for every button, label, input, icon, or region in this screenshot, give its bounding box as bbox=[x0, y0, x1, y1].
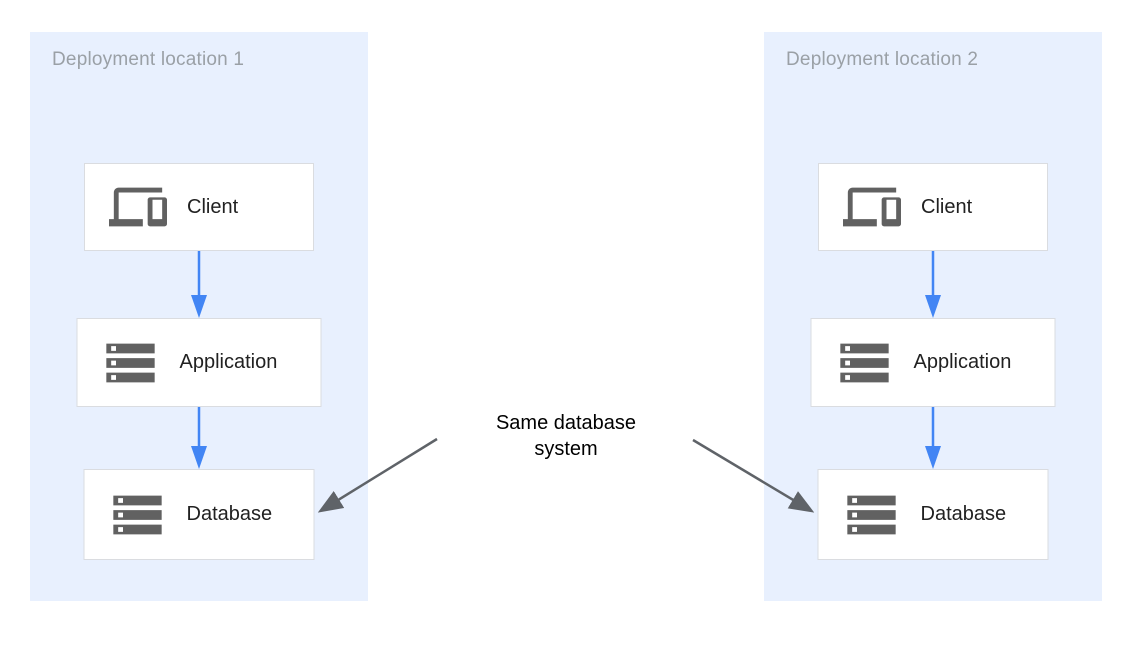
node-client: Client bbox=[818, 163, 1048, 251]
node-client: Client bbox=[84, 163, 314, 251]
annotation-line-1: Same database bbox=[495, 412, 637, 434]
server-stack-icon bbox=[109, 486, 167, 544]
panel-title: Deployment location 1 bbox=[52, 49, 245, 70]
server-stack-icon bbox=[843, 486, 901, 544]
deployment-panel-2: Deployment location 2 Client Application bbox=[764, 32, 1102, 601]
node-label: Database bbox=[920, 503, 1007, 525]
node-database: Database bbox=[817, 469, 1049, 560]
node-label: Client bbox=[921, 195, 973, 218]
server-stack-icon bbox=[836, 334, 894, 392]
flow-arrow-application-to-database bbox=[191, 407, 207, 469]
flow-arrow-application-to-database bbox=[925, 407, 941, 469]
node-application: Application bbox=[76, 318, 322, 407]
node-label: Application bbox=[179, 351, 278, 373]
devices-icon bbox=[843, 178, 901, 236]
flow-arrow-client-to-application bbox=[925, 251, 941, 318]
deployment-panel-1: Deployment location 1 Client Application bbox=[30, 32, 368, 601]
panel-title: Deployment location 2 bbox=[786, 49, 979, 70]
node-application: Application bbox=[810, 318, 1056, 407]
annotation-same-database-system: Same database system bbox=[496, 410, 636, 462]
node-label: Application bbox=[913, 351, 1012, 373]
node-label: Database bbox=[186, 503, 273, 525]
devices-icon bbox=[109, 178, 167, 236]
flow-arrow-client-to-application bbox=[191, 251, 207, 318]
node-database: Database bbox=[83, 469, 315, 560]
annotation-line-2: system bbox=[534, 438, 598, 460]
node-label: Client bbox=[187, 195, 239, 218]
server-stack-icon bbox=[102, 334, 160, 392]
